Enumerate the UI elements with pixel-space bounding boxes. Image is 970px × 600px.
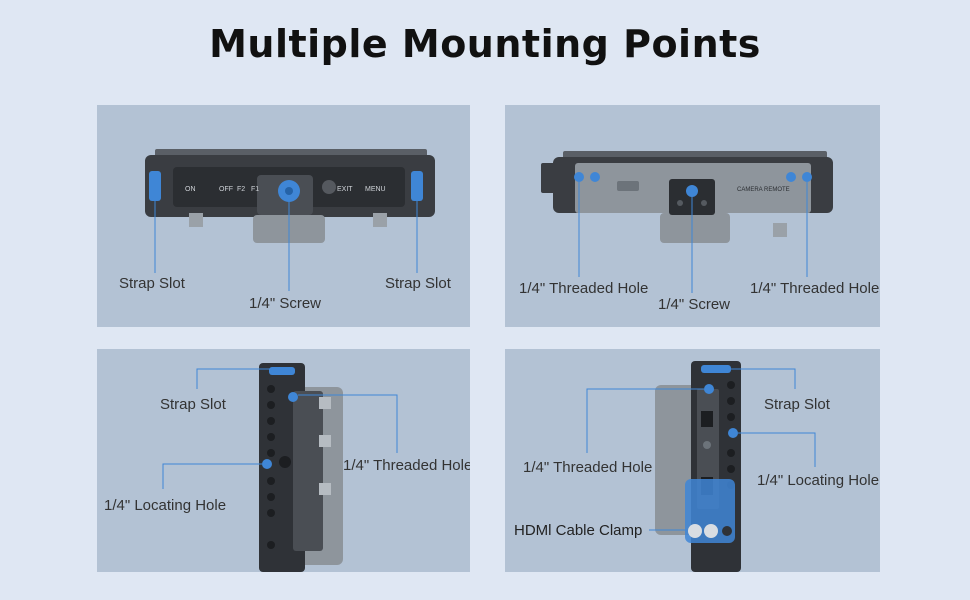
strap-slot-left-marker xyxy=(149,171,161,201)
label-threaded-hole-left: 1/4" Threaded Hole xyxy=(519,280,649,297)
label-threaded-hole: 1/4" Threaded Hole xyxy=(343,457,470,474)
label-strap-slot-right: Strap Slot xyxy=(385,275,451,292)
label-strap-slot-left: Strap Slot xyxy=(119,275,185,292)
label-locating-hole: 1/4" Locating Hole xyxy=(104,497,227,514)
page-title: Multiple Mounting Points xyxy=(209,22,761,66)
label-threaded-hole: 1/4" Threaded Hole xyxy=(523,459,653,476)
device-label-f1: F1 xyxy=(251,186,259,193)
panel-top-view-controls: ON OFF F2 F1 EXIT MENU Strap Slot 1/4" S… xyxy=(97,105,470,327)
strap-slot-right-marker xyxy=(411,171,423,201)
panel-bottom-view-ports: CAMERA REMOTE 1/4" Threaded Hole 1/4" Sc… xyxy=(505,105,880,327)
device-label-exit: EXIT xyxy=(337,186,353,193)
label-hdmi-cable-clamp: HDMl Cable Clamp xyxy=(514,522,643,539)
device-bottom-view-illustration: CAMERA REMOTE xyxy=(541,151,833,293)
panel-side-view-right: Strap Slot 1/4" Threaded Hole 1/4" Locat… xyxy=(505,349,880,572)
label-quarter-screw: 1/4" Screw xyxy=(249,295,322,312)
device-side-view-right-illustration xyxy=(586,361,816,572)
device-label-off: OFF xyxy=(219,186,233,193)
label-strap-slot: Strap Slot xyxy=(160,396,226,413)
label-quarter-screw: 1/4" Screw xyxy=(658,296,731,313)
device-label-camera-remote: CAMERA REMOTE xyxy=(737,187,790,193)
device-top-view-illustration: ON OFF F2 F1 EXIT MENU xyxy=(145,149,435,291)
panel-side-view-left: Strap Slot 1/4" Threaded Hole 1/4" Locat… xyxy=(97,349,470,572)
label-locating-hole: 1/4" Locating Hole xyxy=(757,472,880,489)
label-threaded-hole-right: 1/4" Threaded Hole xyxy=(750,280,880,297)
device-label-f2: F2 xyxy=(237,186,245,193)
device-side-view-left-illustration xyxy=(162,363,398,572)
label-strap-slot: Strap Slot xyxy=(764,396,830,413)
device-label-menu: MENU xyxy=(365,186,386,193)
device-label-on: ON xyxy=(185,186,196,193)
